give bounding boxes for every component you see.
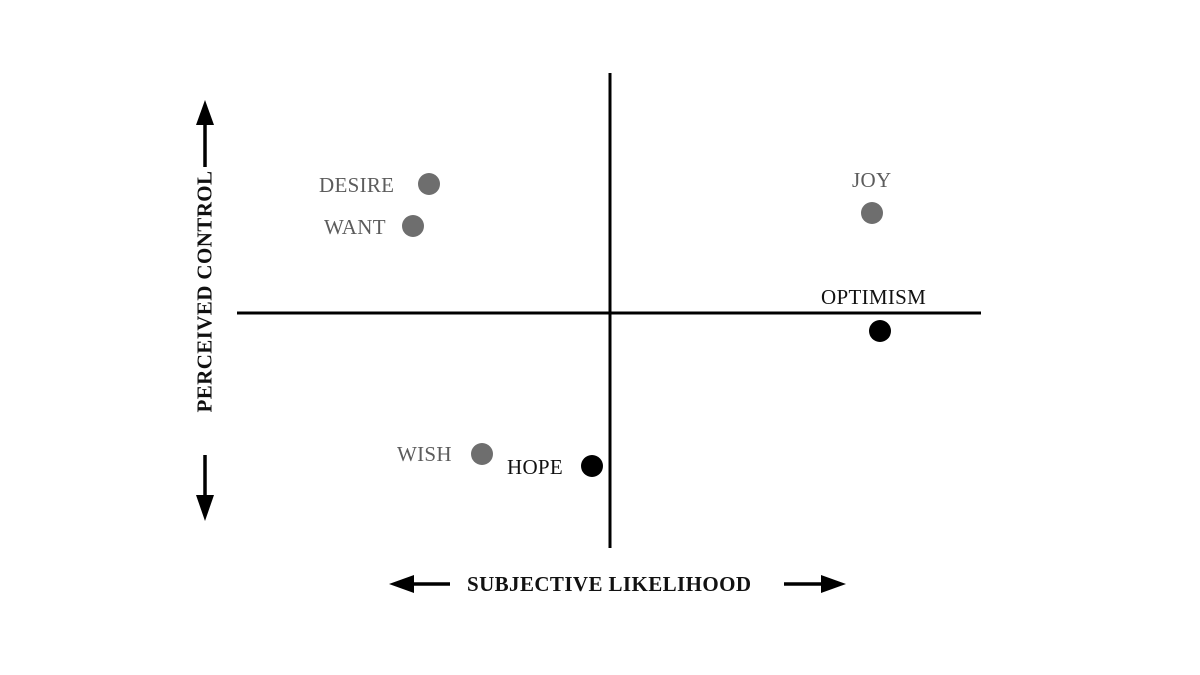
label-desire: DESIRE	[319, 173, 395, 197]
point-desire	[418, 173, 440, 195]
label-optimism: OPTIMISM	[821, 285, 927, 309]
point-joy	[861, 202, 883, 224]
arrow-left-icon	[389, 575, 450, 593]
label-hope: HOPE	[507, 455, 564, 479]
arrow-down-icon	[196, 455, 214, 521]
label-want: WANT	[324, 215, 386, 239]
x-axis-title: SUBJECTIVE LIKELIHOOD	[467, 572, 752, 596]
label-joy: JOY	[852, 168, 892, 192]
arrow-up-icon	[196, 100, 214, 167]
arrow-right-icon	[784, 575, 846, 593]
label-wish: WISH	[397, 442, 452, 466]
point-hope	[581, 455, 603, 477]
y-axis-title: PERCEIVED CONTROL	[192, 170, 217, 413]
point-optimism	[869, 320, 891, 342]
point-want	[402, 215, 424, 237]
point-wish	[471, 443, 493, 465]
